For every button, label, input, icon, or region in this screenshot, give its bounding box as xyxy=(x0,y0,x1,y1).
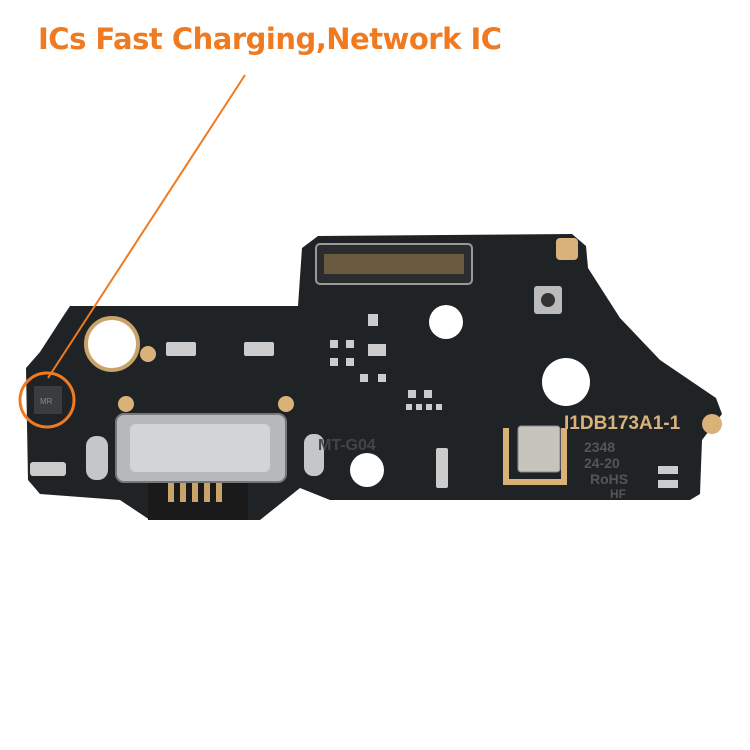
part-number: I1DB173A1-1 xyxy=(564,413,681,434)
mount-hole xyxy=(542,358,590,406)
date-code: 2348 xyxy=(584,439,615,455)
microphone xyxy=(517,425,561,473)
usb-c-port xyxy=(115,413,287,520)
mount-hole xyxy=(429,305,463,339)
model-mark: MT-G04 xyxy=(318,437,376,454)
annotation-pointer-line xyxy=(47,74,246,379)
fpc-connector xyxy=(315,243,473,285)
rohs-mark: RoHS xyxy=(590,471,628,487)
annotation-title: ICs Fast Charging,Network IC xyxy=(38,22,502,56)
mount-hole xyxy=(84,316,140,372)
mount-hole xyxy=(350,453,384,487)
chip-mark: MR xyxy=(40,397,53,406)
code-2: 24-20 xyxy=(584,455,620,471)
annotation-circle xyxy=(18,371,76,429)
hf-mark: HF xyxy=(610,487,626,501)
fast-charging-ic xyxy=(34,386,62,414)
